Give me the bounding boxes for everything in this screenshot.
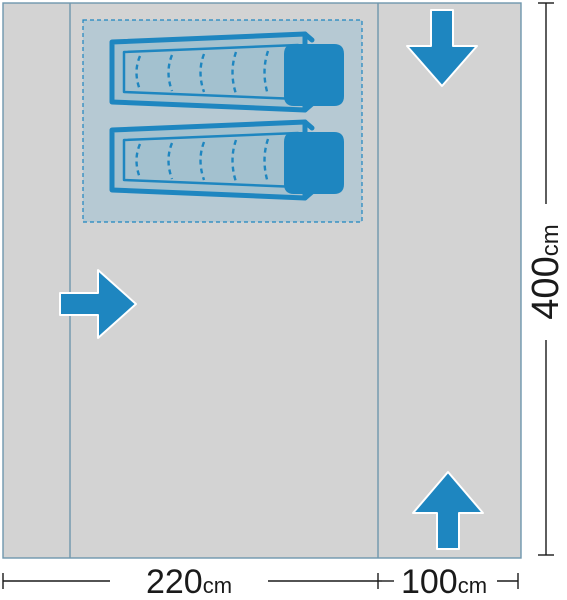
width-dimension-lines (2, 573, 519, 589)
width-side-label: 100cm (401, 563, 487, 600)
sleeping-bag-icon (109, 31, 344, 113)
height-label: 400cm (525, 224, 567, 319)
height-value: 400 (525, 256, 567, 319)
arrow-right-icon (59, 269, 137, 339)
width-main-unit: cm (203, 573, 232, 598)
width-main-value: 220 (146, 563, 203, 600)
height-unit: cm (537, 224, 564, 256)
width-main-label: 220cm (146, 563, 232, 600)
sleeping-bag-icon (109, 119, 344, 201)
arrow-down-icon (406, 9, 478, 87)
arrow-up-icon (412, 471, 484, 550)
width-side-unit: cm (458, 573, 487, 598)
height-dimension-lines (538, 2, 554, 556)
width-side-value: 100 (401, 563, 458, 600)
